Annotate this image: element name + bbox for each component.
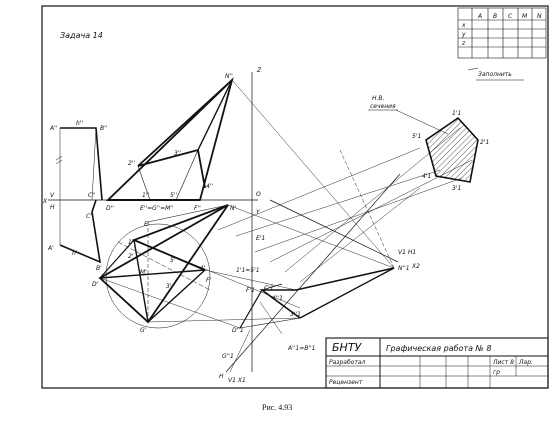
label-E1: E' <box>144 221 150 228</box>
label-two2: 2'' <box>128 160 135 167</box>
label-s1: 1'1 <box>452 110 461 117</box>
label-EGM2: E''=G''=M'' <box>140 205 174 212</box>
label-A1: A' <box>47 245 54 252</box>
fill-label: Заполнить <box>478 71 512 78</box>
label-five2: 5'' <box>170 192 177 199</box>
task-title: Задача 14 <box>60 31 103 40</box>
label-h2: h'' <box>76 120 83 127</box>
axis-h-label: H <box>50 204 55 211</box>
label-three1: 3' <box>166 283 172 290</box>
label-N1: N' <box>230 205 236 212</box>
label-C1: C' <box>86 213 92 220</box>
title-reviewer: Рецензент <box>329 379 363 386</box>
label-two1: 2' <box>128 253 134 260</box>
label-s2: 2'1 <box>480 139 489 146</box>
frontal-projection <box>55 77 234 245</box>
label-N2: N'' <box>225 73 233 80</box>
label-X2: X2 <box>411 263 420 270</box>
axis-z-label: Z <box>256 67 262 74</box>
title-sheets: Лар. <box>518 359 533 366</box>
axis-v-label: V <box>50 192 55 199</box>
label-one-five: 1'1=5'1 <box>236 267 260 274</box>
projection-axes <box>48 72 258 372</box>
label-F1p: F'1 <box>246 287 255 294</box>
label-N1p: N''1 <box>398 265 410 272</box>
fill-leader <box>467 67 479 71</box>
label-C1p: C'1 <box>264 285 274 292</box>
label-G1: G' <box>140 327 147 334</box>
label-s4: 4'1 <box>422 173 431 180</box>
label-A1B1: A''1=B''1 <box>287 345 315 352</box>
label-h1: h' <box>72 250 78 257</box>
axis-x-label: X <box>42 198 48 205</box>
label-G1p: G''1 <box>222 353 234 360</box>
auxiliary-projection <box>239 267 395 329</box>
label-one2: 1'' <box>142 192 149 199</box>
figure-caption: Рис. 4.93 <box>262 403 292 412</box>
label-F1: F' <box>206 277 211 284</box>
axis-x2 <box>269 199 399 263</box>
table-row-y: y <box>461 31 466 38</box>
label-s5: 5'1 <box>412 133 421 140</box>
table-col-m: M <box>522 13 528 20</box>
true-shape-section <box>425 116 479 183</box>
section-label-line2: сечения <box>370 103 396 110</box>
label-five1: 5' <box>170 257 176 264</box>
table-col-a: A <box>477 13 482 20</box>
label-C2: C'' <box>88 192 96 199</box>
sheet-frame <box>41 5 549 389</box>
label-M1: M' <box>140 269 147 276</box>
axis-y-label: Y <box>256 209 261 216</box>
label-four2: 4'' <box>206 183 213 190</box>
label-D2: D'' <box>106 205 114 212</box>
label-four1p: 4''1 <box>272 295 283 302</box>
label-D1p: D''1 <box>232 327 244 334</box>
label-three2: 3'' <box>174 150 181 157</box>
table-col-b: B <box>493 13 497 20</box>
origin-label: O <box>256 191 261 198</box>
table-col-c: C <box>508 13 513 20</box>
title-group: гр <box>493 369 500 376</box>
label-A2: A'' <box>49 125 58 132</box>
label-V1H1: V1 H1 <box>398 249 416 256</box>
section-leader <box>395 109 449 135</box>
label-B2: B'' <box>100 125 108 132</box>
table-row-z: z <box>461 40 466 47</box>
section-label-line1: Н.В. <box>372 95 385 102</box>
title-block <box>325 337 549 389</box>
title-sheet: Лист 8 <box>492 359 514 366</box>
label-H-lower: H <box>219 373 224 380</box>
label-three1p: 3''1 <box>290 311 301 318</box>
label-V1X1: V1 X1 <box>228 377 246 384</box>
title-developed: Разработал <box>329 359 366 366</box>
label-D1: D' <box>92 281 99 288</box>
label-s3: 3'1 <box>452 185 461 192</box>
coordinate-table <box>457 7 547 59</box>
label-one1: 1' <box>128 239 134 246</box>
label-E1p: E'1 <box>256 235 265 242</box>
label-B1: B' <box>96 265 102 272</box>
label-F2: F'' <box>194 205 201 212</box>
axis-x1 <box>225 173 401 373</box>
title-work: Графическая работа № 8 <box>386 344 491 353</box>
table-row-x: x <box>461 22 466 29</box>
table-col-n: N <box>537 13 542 20</box>
label-four1: 4' <box>200 265 206 272</box>
title-org: БНТУ <box>332 341 363 354</box>
